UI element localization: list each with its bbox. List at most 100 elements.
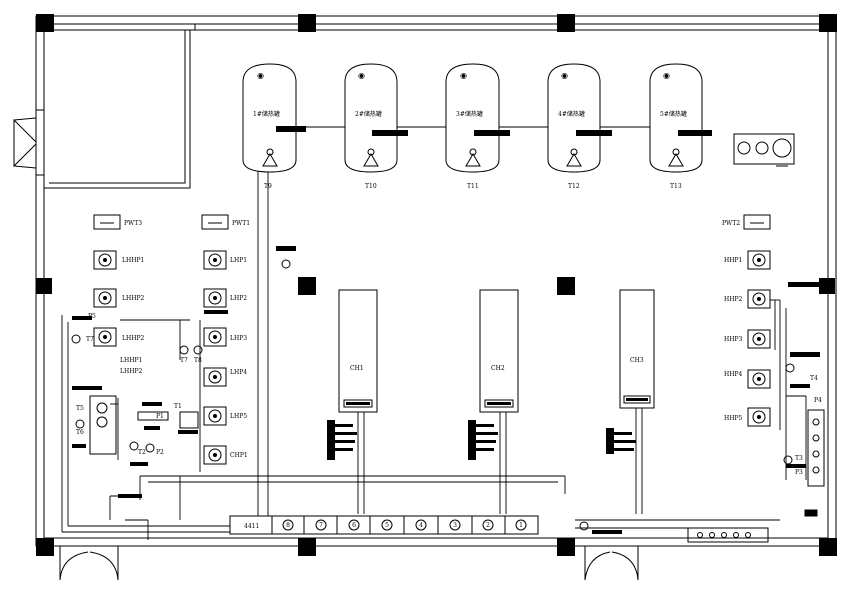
equipment-label: CHP1: [230, 452, 248, 459]
tank-tag: T12: [568, 183, 580, 190]
manifold-port: 8: [282, 516, 305, 534]
chiller-ch1: CH1: [338, 289, 378, 413]
svg-text:◉: ◉: [460, 71, 467, 80]
equipment-label: LHP1: [230, 257, 247, 264]
equipment-label: LHP4: [230, 369, 247, 376]
sensor-t7b: T7: [180, 357, 188, 364]
equipment-label: LHHP2: [122, 295, 144, 302]
svg-text:◉: ◉: [358, 71, 365, 80]
equipment-label: PWT1: [232, 220, 250, 227]
svg-text:4: 4: [419, 522, 423, 529]
equipment-label: HHP1: [724, 257, 742, 264]
manifold-port: 5: [381, 516, 405, 534]
sensors: P5 T7 T5 T6 T7 T8 P1 T1 T2 P2 T4: [71, 246, 822, 534]
svg-text:2: 2: [486, 522, 490, 529]
stack-label: LHHP2: [120, 368, 142, 375]
tank-name: 1#储热罐: [253, 110, 280, 118]
pump-lhhp2: LHHP2: [93, 288, 144, 308]
control-panel: [733, 133, 795, 167]
tank-tag: T13: [670, 183, 682, 190]
storage-tanks: ◉ 1#储热罐 T9 ◉ 2#储热罐 T10 ◉ 3#储热罐 T11: [242, 63, 712, 190]
pump-hhp1: HHP1: [724, 250, 771, 270]
sensor-p4: P4: [814, 397, 822, 404]
manifold: 4411 8 7 6 5 4 3: [229, 515, 539, 535]
sensor-p5: P5: [88, 313, 96, 320]
pump-lhp3: LHP3: [203, 327, 247, 347]
tank-name: 3#储热罐: [456, 110, 483, 118]
chiller-label: CH2: [491, 365, 505, 372]
svg-text:7: 7: [319, 522, 323, 529]
heat-exchanger-pwt3: PWT3: [93, 214, 142, 230]
sensor-p3: P3: [795, 469, 803, 476]
svg-text:8: 8: [286, 522, 290, 529]
equipment-label: HHP4: [724, 371, 743, 378]
storage-tank: ◉ 5#储热罐 T13: [649, 63, 712, 190]
chiller-ch2: CH2: [479, 289, 519, 413]
tank-name: 2#储热罐: [355, 110, 382, 118]
pump-lhp2: LHP2: [203, 288, 247, 308]
equipment-label: LHP5: [230, 413, 247, 420]
bottom-door-left: [59, 546, 119, 581]
manifold-port: 3: [449, 516, 473, 534]
sensor-t1: T1: [174, 403, 182, 410]
tank-tag: T11: [467, 183, 479, 190]
manifold-port: 7: [315, 516, 338, 534]
equipment-label: LHP3: [230, 335, 247, 342]
sensor-t3: T3: [795, 455, 803, 462]
manifold-port: 2: [482, 516, 506, 534]
building-walls: [35, 15, 837, 547]
pump-hhp3: HHP3: [724, 329, 771, 349]
pump-hhp5: HHP5: [724, 407, 771, 427]
stack-label: LHHP1: [120, 357, 142, 364]
tank-name: 5#储热罐: [660, 110, 687, 118]
sensor-p2: P2: [156, 449, 164, 456]
left-door: [12, 109, 44, 176]
chiller-ch3: CH3: [619, 289, 655, 409]
svg-text:◉: ◉: [257, 71, 264, 80]
svg-text:3: 3: [453, 522, 457, 529]
sensor-t5: T5: [76, 405, 84, 412]
svg-text:4411: 4411: [244, 523, 259, 530]
storage-tank: ◉ 3#储热罐 T11: [445, 63, 510, 190]
structural-columns: [36, 14, 837, 556]
svg-text:5: 5: [385, 522, 389, 529]
sensor-p1: P1: [156, 413, 164, 420]
pump-lhp1: LHP1: [203, 250, 247, 270]
equipment-label: LHHP2: [122, 335, 144, 342]
pump-lhhp2-b: LHHP2: [93, 327, 144, 347]
heat-exchanger-pwt2: PWT2: [722, 214, 771, 230]
tank-name: 4#储热罐: [558, 110, 585, 118]
chiller-label: CH1: [350, 365, 364, 372]
tank-tag: T9: [264, 183, 272, 190]
chiller-tags: [327, 420, 636, 460]
svg-text:6: 6: [352, 522, 356, 529]
pump-lhp4: LHP4: [203, 367, 247, 387]
svg-text:◉: ◉: [663, 71, 670, 80]
sensor-t7: T7: [86, 336, 94, 343]
storage-tank: ◉ 1#储热罐 T9: [242, 63, 306, 190]
manifold-port: 1: [515, 519, 527, 531]
equipment-label: PWT3: [124, 220, 142, 227]
sensor-t6: T6: [76, 429, 84, 436]
heat-exchanger-pwt1: PWT1: [201, 214, 250, 230]
piping: [61, 126, 807, 540]
chiller-label: CH3: [630, 357, 644, 364]
svg-text:1: 1: [519, 522, 523, 529]
pump-lhhp1: LHHP1: [93, 250, 144, 270]
storage-tank: ◉ 2#储热罐 T10: [344, 63, 408, 190]
equipment-label: LHHP1: [122, 257, 144, 264]
equipment-label: LHP2: [230, 295, 247, 302]
sensor-t8: T8: [194, 357, 202, 364]
pump-hhp2: HHP2: [724, 289, 771, 309]
storage-tank: ◉ 4#储热罐 T12: [547, 63, 612, 190]
equipment-label: HHP5: [724, 415, 743, 422]
pump-lhp5: LHP5: [203, 406, 247, 426]
sensor-t2: T2: [138, 449, 146, 456]
equipment-label: PWT2: [722, 220, 740, 227]
manifold-port: 6: [348, 516, 371, 534]
bottom-door-right: [584, 546, 639, 581]
pump-chp1: CHP1: [203, 445, 248, 465]
equipment-label: HHP3: [724, 336, 743, 343]
svg-text:◉: ◉: [561, 71, 568, 80]
tank-tag: T10: [365, 183, 377, 190]
